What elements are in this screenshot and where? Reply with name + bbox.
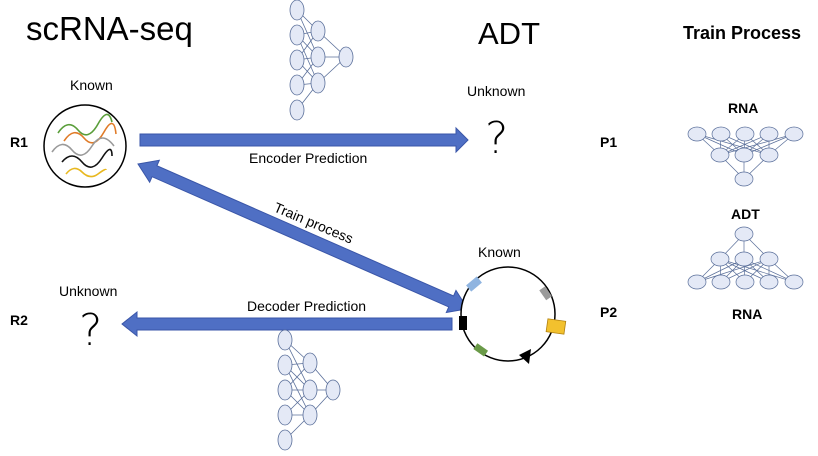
unknown-adt-question-mark: ? [485,113,509,164]
encoder-prediction-label: Encoder Prediction [249,150,368,166]
label-known-scrna: Known [70,77,113,93]
train-label-adt: ADT [731,206,760,222]
marker-yellow [545,318,567,335]
expression-curve-green [57,113,113,136]
expression-curve-black [61,148,113,168]
label-unknown-adt: Unknown [467,83,526,99]
expression-curve-gray [51,137,115,156]
heading-adt: ADT [478,16,540,51]
encoder-network [289,0,354,121]
row-label-r1: R1 [10,134,28,150]
decoder-arrow [121,310,453,338]
scrna-known-circle [43,104,127,188]
expression-curve-yellow [65,167,107,178]
train-process-arrow [137,159,469,314]
row-label-p2: P2 [600,304,618,320]
train-label-rna-top: RNA [728,100,759,116]
row-label-r2: R2 [10,312,28,328]
marker-blue [466,276,482,292]
marker-black-triangle [519,349,531,364]
adt-known-circle [459,266,567,364]
marker-green [473,343,489,357]
marker-black-left [459,316,467,330]
marker-gray [539,286,552,301]
unknown-scrna-question-mark: ? [79,305,103,356]
encoder-arrow [139,126,469,154]
train-network-adt [687,226,804,290]
label-unknown-scrna: Unknown [59,283,118,299]
row-label-p1: P1 [600,134,618,150]
decoder-prediction-label: Decoder Prediction [247,298,367,314]
train-label-rna-bottom: RNA [732,306,763,322]
heading-train-process: Train Process [683,23,802,43]
decoder-network [277,329,341,451]
train-network-rna [687,126,804,187]
heading-scrna-seq: scRNA-seq [26,10,193,47]
label-known-adt: Known [478,244,521,260]
